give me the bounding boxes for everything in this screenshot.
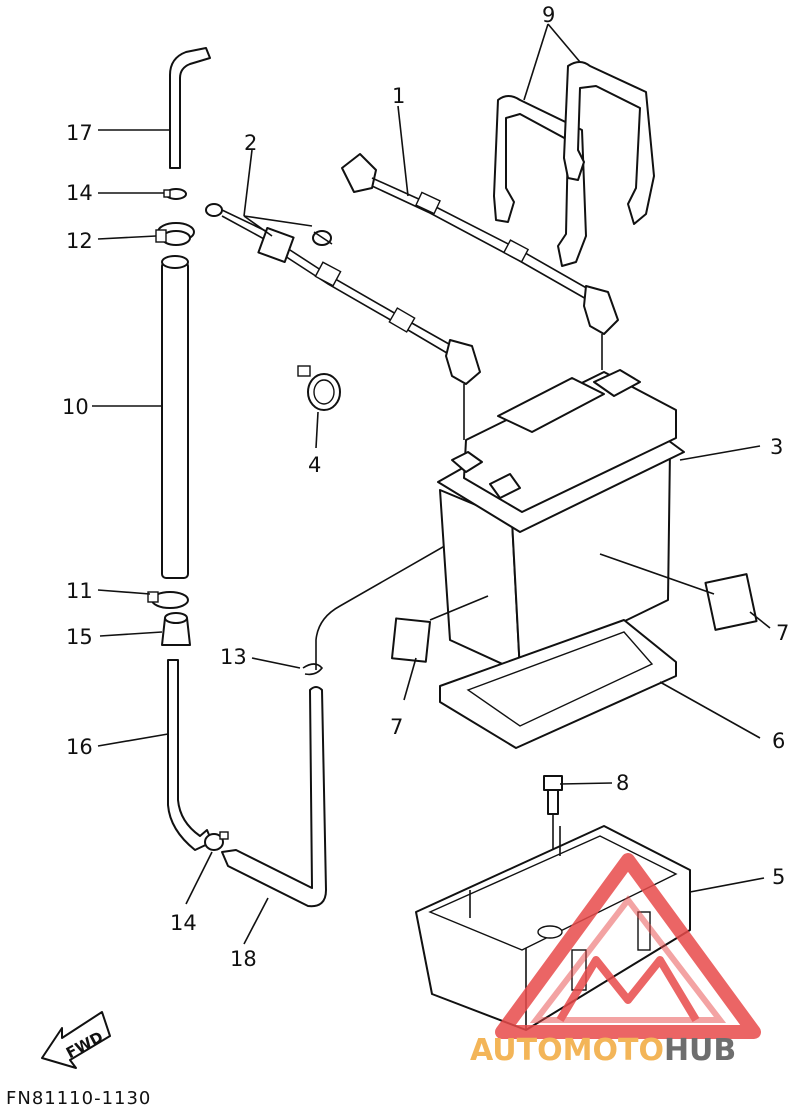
part-12-clamp [155,222,195,246]
fwd-arrow: FWD [41,1011,111,1069]
callout-12: 12 [66,229,93,253]
part-3-battery [437,369,685,673]
callout-14-lower: 14 [170,911,197,935]
part-16-breather-hose-lower [167,659,213,851]
callout-9: 9 [542,3,555,27]
part-14-clip-lower [204,831,229,851]
part-17-breather-hose-upper [169,47,211,169]
part-7-pad-right [704,573,758,631]
callout-7-right: 7 [776,621,789,645]
callout-14-upper: 14 [66,181,93,205]
part-code: FN81110-1130 [6,1088,151,1109]
watermark-word-b: HUB [664,1033,736,1068]
watermark-text: AUTOMOTOHUB [470,1033,736,1068]
part-15-rubber-cap [161,612,191,646]
callout-4: 4 [308,453,321,477]
callout-11: 11 [66,579,93,603]
part-6-plate [439,619,677,749]
callout-13: 13 [220,645,247,669]
part-9-battery-bands [493,61,655,267]
part-14-clip-upper [163,188,187,200]
callout-18: 18 [230,947,257,971]
callout-16: 16 [66,735,93,759]
part-2-negative-cable [205,203,481,440]
part-4-band [297,365,341,411]
part-18-drain-hose [221,686,327,908]
callout-6: 6 [772,729,785,753]
part-13-clip [302,663,324,676]
part-10-long-pipe [161,255,189,579]
callout-5: 5 [772,865,785,889]
callout-8: 8 [616,771,629,795]
callout-10: 10 [62,395,89,419]
callout-17: 17 [66,121,93,145]
callout-7-left: 7 [390,715,403,739]
part-7-pad-left [390,617,431,663]
callout-3: 3 [770,435,783,459]
callout-2: 2 [244,131,257,155]
watermark-word-a: AUTOMOTO [470,1033,664,1068]
watermark-triangle-icon [495,853,761,1039]
watermark-logo: AUTOMOTOHUB [470,853,761,1068]
callout-15: 15 [66,625,93,649]
callout-1: 1 [392,84,405,108]
part-1-positive-cable [341,153,619,370]
part-11-clamp-lower [147,591,189,609]
